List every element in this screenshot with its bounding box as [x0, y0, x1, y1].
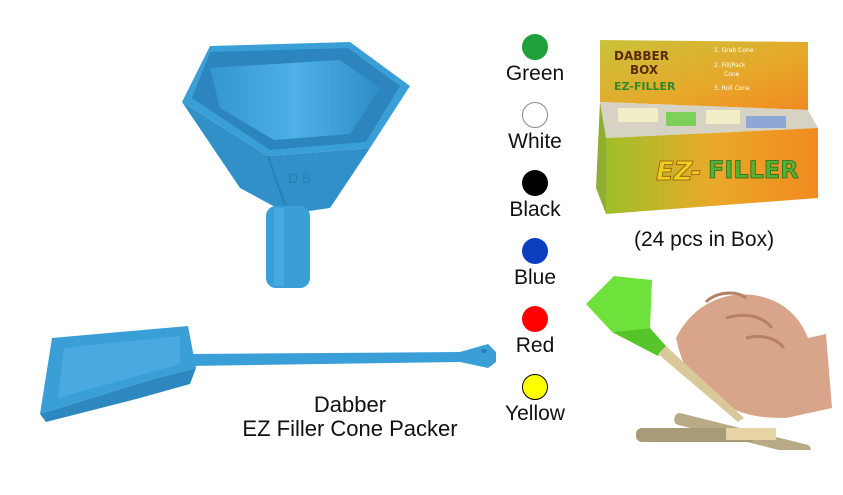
svg-text:EZ-: EZ-: [656, 157, 702, 187]
funnel-image: D B: [182, 42, 410, 288]
box-quantity-caption: (24 pcs in Box): [634, 228, 775, 251]
color-option-white: White: [492, 102, 578, 154]
display-box-image: DABBER BOX EZ-FILLER 1. Grab Cone 2. Fil…: [596, 40, 818, 214]
green-dot-icon: [522, 34, 548, 60]
hand-demo-image: [586, 276, 832, 450]
svg-text:EZ-FILLER: EZ-FILLER: [614, 80, 676, 93]
svg-text:FILLER: FILLER: [708, 156, 799, 184]
color-label: Black: [509, 198, 561, 221]
color-option-blue: Blue: [492, 238, 578, 290]
yellow-dot-icon: [522, 374, 548, 400]
svg-text:3. Roll Cone: 3. Roll Cone: [714, 85, 750, 92]
color-option-red: Red: [492, 306, 578, 358]
svg-text:2. Fill/Pack: 2. Fill/Pack: [714, 62, 746, 69]
black-dot-icon: [522, 170, 548, 196]
color-option-yellow: Yellow: [492, 374, 578, 426]
product-title-line1: Dabber: [313, 392, 387, 417]
product-title-line2: EZ Filler Cone Packer: [242, 416, 458, 441]
blue-dot-icon: [522, 238, 548, 264]
product-title: Dabber EZ Filler Cone Packer: [200, 393, 500, 441]
color-label: Red: [515, 334, 555, 357]
svg-text:DABBER: DABBER: [614, 49, 669, 63]
red-dot-icon: [522, 306, 548, 332]
svg-text:BOX: BOX: [630, 63, 659, 77]
svg-text:1. Grab Cone: 1. Grab Cone: [714, 47, 754, 54]
white-dot-icon: [522, 102, 548, 128]
svg-text:Cone: Cone: [724, 71, 740, 78]
color-label: Blue: [513, 266, 557, 289]
scoop-image: [40, 326, 496, 422]
color-option-black: Black: [492, 170, 578, 222]
svg-text:D B: D B: [288, 170, 311, 186]
color-label: Green: [505, 62, 565, 85]
color-label: Yellow: [505, 402, 565, 425]
color-label: White: [508, 130, 562, 153]
color-option-green: Green: [492, 34, 578, 86]
